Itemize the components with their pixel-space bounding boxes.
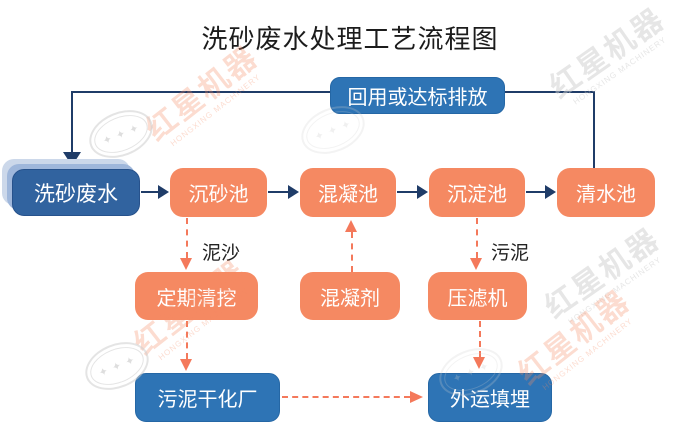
- arrow-coagulation-to-sedimentation: [397, 185, 428, 199]
- node-label: 污泥干化厂: [157, 389, 258, 411]
- diagram-title: 洗砂废水处理工艺流程图: [201, 24, 499, 54]
- dashed-arrowhead-down-icon: [180, 359, 192, 371]
- node-coagulation-tank: 混凝池: [300, 168, 396, 217]
- watermark-stars-icon: ✦ ✦ ✦: [96, 353, 138, 380]
- watermark-zh: 红星机器: [539, 222, 667, 325]
- watermark-en: HONGXING MACHINERY: [566, 254, 664, 327]
- node-label: 混凝池: [318, 184, 378, 206]
- node-clear-water-tank: 清水池: [557, 168, 655, 217]
- node-label: 定期清挖: [156, 287, 237, 310]
- watermark-logo-oval: ✦ ✦ ✦: [82, 101, 160, 167]
- watermark-text: 红星机器 HONGXING MACHINERY: [539, 222, 671, 332]
- dashed-line-dredging-to-drying: [186, 321, 188, 359]
- node-label: 外运填埋: [450, 389, 530, 411]
- recycle-line-left-vertical: [71, 91, 73, 152]
- dashed-line-sedimentation-to-press: [476, 218, 478, 258]
- dashed-arrowhead-down-icon: [470, 258, 482, 270]
- node-outward-landfill: 外运填埋: [428, 373, 552, 422]
- node-grit-chamber: 沉砂池: [170, 168, 267, 217]
- dashed-arrowhead-down-icon: [473, 357, 485, 369]
- dashed-line-drying-to-landfill: [282, 396, 410, 398]
- recycle-line-right-vertical: [593, 91, 595, 168]
- edge-label-sludge: 污泥: [491, 243, 530, 264]
- watermark-en: HONGXING MACHINERY: [168, 72, 263, 149]
- node-periodic-dredging: 定期清挖: [135, 272, 258, 320]
- node-sedimentation-tank: 沉淀池: [429, 168, 525, 217]
- node-wash-wastewater: 洗砂废水: [12, 169, 140, 216]
- arrow-sedimentation-to-clearwater: [526, 185, 556, 199]
- dashed-line-coagulant-to-tank: [351, 232, 353, 272]
- node-label: 沉淀池: [447, 184, 507, 206]
- node-coagulant: 混凝剂: [300, 272, 400, 320]
- dashed-line-grit-to-dredging: [186, 218, 188, 258]
- node-label: 清水池: [576, 184, 636, 206]
- node-label: 洗砂废水: [34, 182, 118, 206]
- watermark-stars-icon: ✦ ✦ ✦: [312, 117, 354, 144]
- node-label: 回用或达标排放: [347, 87, 488, 109]
- node-filter-press: 压滤机: [428, 272, 527, 320]
- node-label: 沉砂池: [188, 184, 249, 206]
- watermark-stars-icon: ✦ ✦ ✦: [100, 121, 142, 148]
- node-label: 压滤机: [447, 287, 508, 310]
- arrow-grit-to-coagulation: [268, 185, 299, 199]
- node-reuse-discharge: 回用或达标排放: [330, 77, 505, 114]
- node-label: 混凝剂: [320, 287, 380, 310]
- dashed-arrowhead-right-icon: [410, 391, 423, 403]
- dashed-arrowhead-up-icon: [345, 220, 357, 232]
- dashed-arrowhead-down-icon: [180, 258, 192, 270]
- node-sludge-drying-plant: 污泥干化厂: [135, 373, 280, 422]
- watermark-text: 红星机器 HONGXING MACHINERY: [140, 40, 271, 155]
- arrow-wastewater-to-grit: [141, 185, 169, 199]
- edge-label-sediment: 泥沙: [202, 243, 241, 264]
- dashed-line-press-to-landfill: [479, 321, 481, 357]
- watermark-zh: 红星机器: [140, 40, 265, 148]
